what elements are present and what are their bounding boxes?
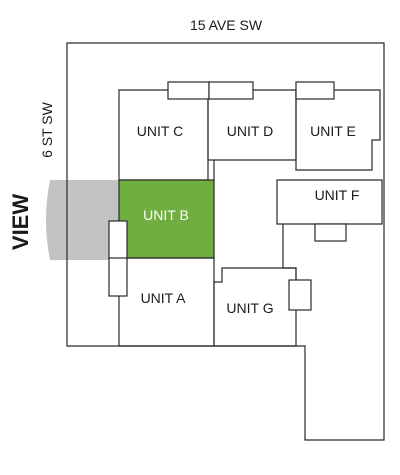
unit-g-bay: [288, 279, 312, 311]
unit-e-label: UNIT E: [310, 123, 356, 139]
west-bay-lower: [108, 257, 128, 297]
unit-e[interactable]: UNIT E: [295, 89, 381, 171]
unit-a-label: UNIT A: [141, 290, 187, 306]
unit-a[interactable]: UNIT A: [118, 257, 215, 347]
unit-c-label: UNIT C: [137, 123, 183, 139]
unit-d-label: UNIT D: [227, 123, 273, 139]
west-bay-upper: [108, 220, 128, 260]
unit-g-label: UNIT G: [226, 300, 273, 316]
unit-f-label: UNIT F: [315, 187, 360, 203]
property-boundary: [66, 42, 385, 441]
unit-f-bay: [314, 223, 347, 242]
balcony-e: [295, 81, 335, 100]
balcony-c-d: [167, 81, 210, 100]
unit-g[interactable]: UNIT G: [213, 267, 312, 347]
unit-b-highlight: [118, 179, 215, 259]
view-cone: [46, 180, 122, 260]
unit-b[interactable]: UNIT B: [118, 179, 215, 259]
street-label-west: 6 ST SW: [39, 101, 55, 158]
unit-d[interactable]: UNIT D: [207, 89, 297, 161]
view-label: VIEW: [8, 194, 33, 250]
unit-b-label: UNIT B: [143, 207, 189, 223]
balcony-d: [208, 81, 254, 100]
unit-f[interactable]: UNIT F: [276, 179, 383, 242]
street-label-north: 15 AVE SW: [190, 17, 263, 33]
unit-c[interactable]: UNIT C: [118, 89, 209, 181]
courtyard-wall-east: [282, 224, 297, 282]
